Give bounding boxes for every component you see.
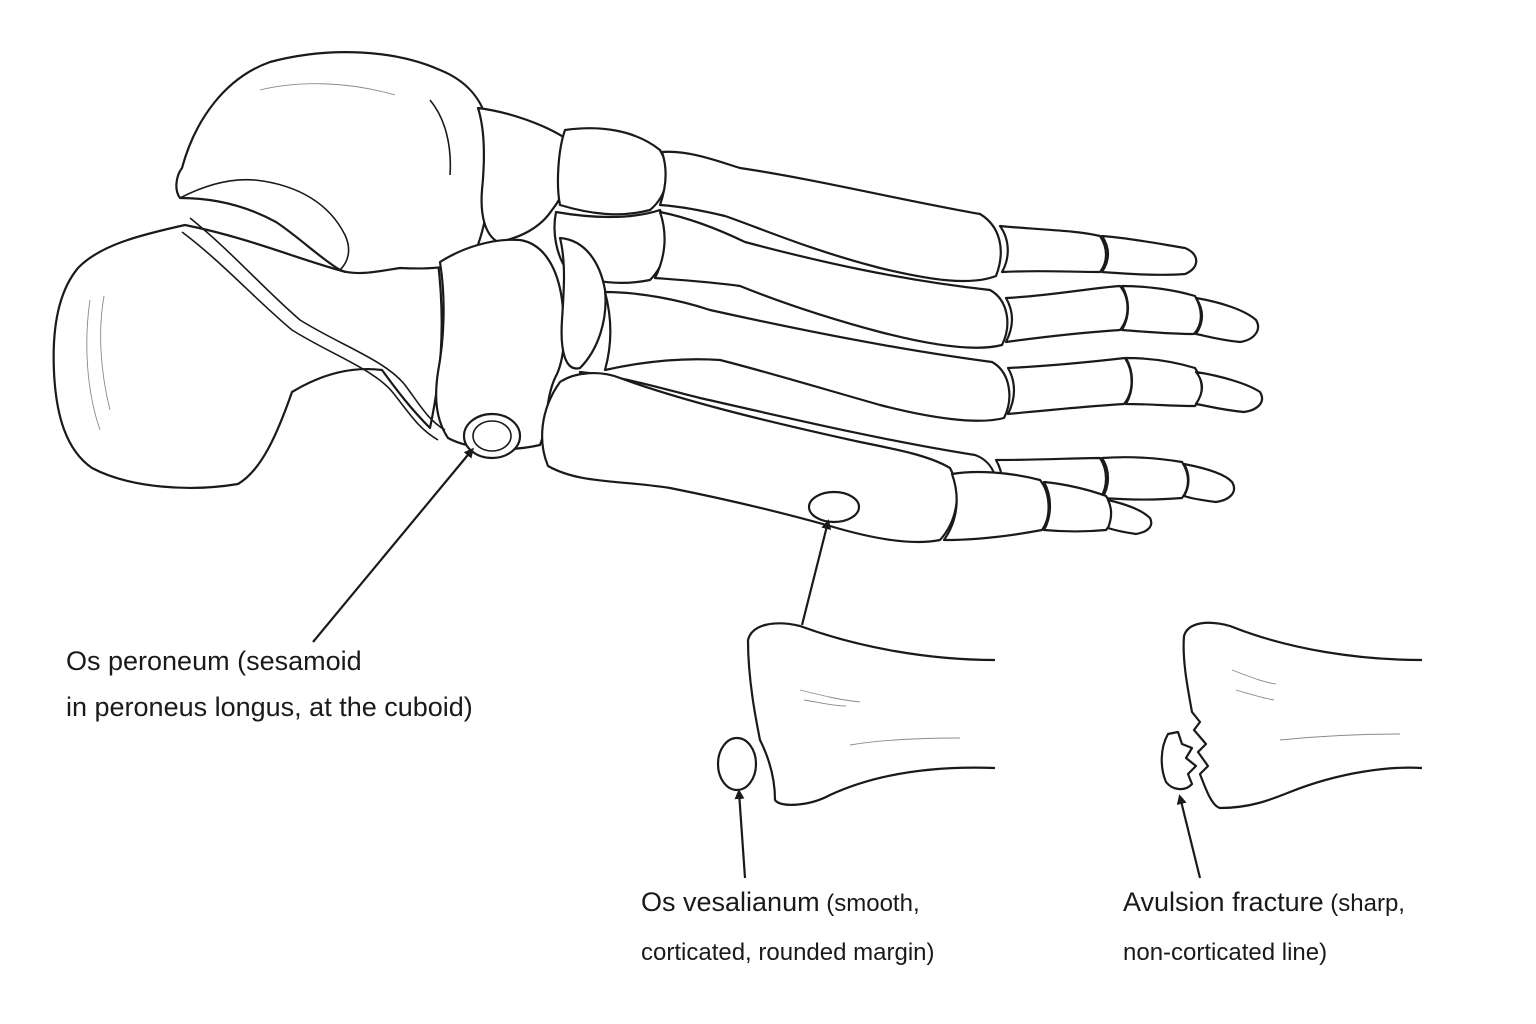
os-vesalianum-inset-leader bbox=[734, 789, 747, 879]
os-vesalianum-label: Os vesalianum (smooth, corticated, round… bbox=[641, 879, 934, 976]
os-vesalianum-foot-leader bbox=[800, 519, 832, 626]
metatarsal-3 bbox=[603, 290, 1011, 422]
distal-phalanx-1 bbox=[1100, 234, 1198, 276]
avulsion-fracture-label: Avulsion fracture (sharp, non-corticated… bbox=[1123, 879, 1405, 976]
os-peroneum-leader bbox=[312, 447, 474, 643]
metatarsal-5-base-fracture bbox=[1182, 621, 1423, 810]
avulsion-leader bbox=[1176, 794, 1202, 879]
distal-phalanx-4 bbox=[1182, 462, 1236, 504]
os-peroneum-label-line2: in peroneus longus, at the cuboid) bbox=[66, 692, 473, 722]
os-vesalianum-detail-line1: (smooth, bbox=[819, 890, 920, 917]
avulsion-fracture-name: Avulsion fracture bbox=[1123, 887, 1324, 917]
vesalianum-inset bbox=[716, 622, 996, 879]
lateral-cuneiform bbox=[558, 236, 607, 370]
distal-phalanx-3 bbox=[1194, 370, 1264, 414]
distal-phalanx-5 bbox=[1106, 498, 1153, 536]
os-vesalianum-detail-line2: corticated, rounded margin) bbox=[641, 939, 935, 966]
middle-phalanx-5 bbox=[1042, 480, 1114, 533]
distal-phalanx-2 bbox=[1194, 296, 1260, 344]
peroneus-longus-tendon bbox=[189, 217, 446, 431]
metatarsal-2 bbox=[653, 210, 1009, 349]
os-vesalianum-foot bbox=[807, 490, 861, 524]
avulsion-inset bbox=[1160, 621, 1423, 879]
os-vesalianum-name: Os vesalianum bbox=[641, 887, 820, 917]
middle-phalanx-3 bbox=[1124, 356, 1203, 408]
foot-skeleton bbox=[52, 51, 1264, 544]
avulsion-fracture-detail-line2: non-corticated line) bbox=[1123, 939, 1328, 966]
middle-phalanx-2 bbox=[1120, 284, 1202, 336]
avulsion-fracture-detail-line1: (sharp, bbox=[1323, 890, 1405, 917]
proximal-phalanx-1 bbox=[998, 224, 1108, 274]
os-vesalianum-inset bbox=[716, 736, 758, 792]
proximal-phalanx-5 bbox=[942, 470, 1050, 542]
os-peroneum-label: Os peroneum (sesamoid in peroneus longus… bbox=[66, 638, 473, 730]
medial-cuneiform bbox=[556, 127, 668, 216]
proximal-phalanx-3 bbox=[1006, 356, 1133, 416]
navicular bbox=[476, 106, 571, 244]
middle-phalanx-4 bbox=[1100, 456, 1190, 501]
avulsed-fragment bbox=[1160, 730, 1198, 791]
os-peroneum-label-line1: Os peroneum (sesamoid bbox=[66, 646, 362, 676]
proximal-phalanx-2 bbox=[1004, 284, 1129, 344]
metatarsal-1 bbox=[658, 150, 1002, 283]
metatarsal-5-base-normal bbox=[746, 622, 996, 806]
